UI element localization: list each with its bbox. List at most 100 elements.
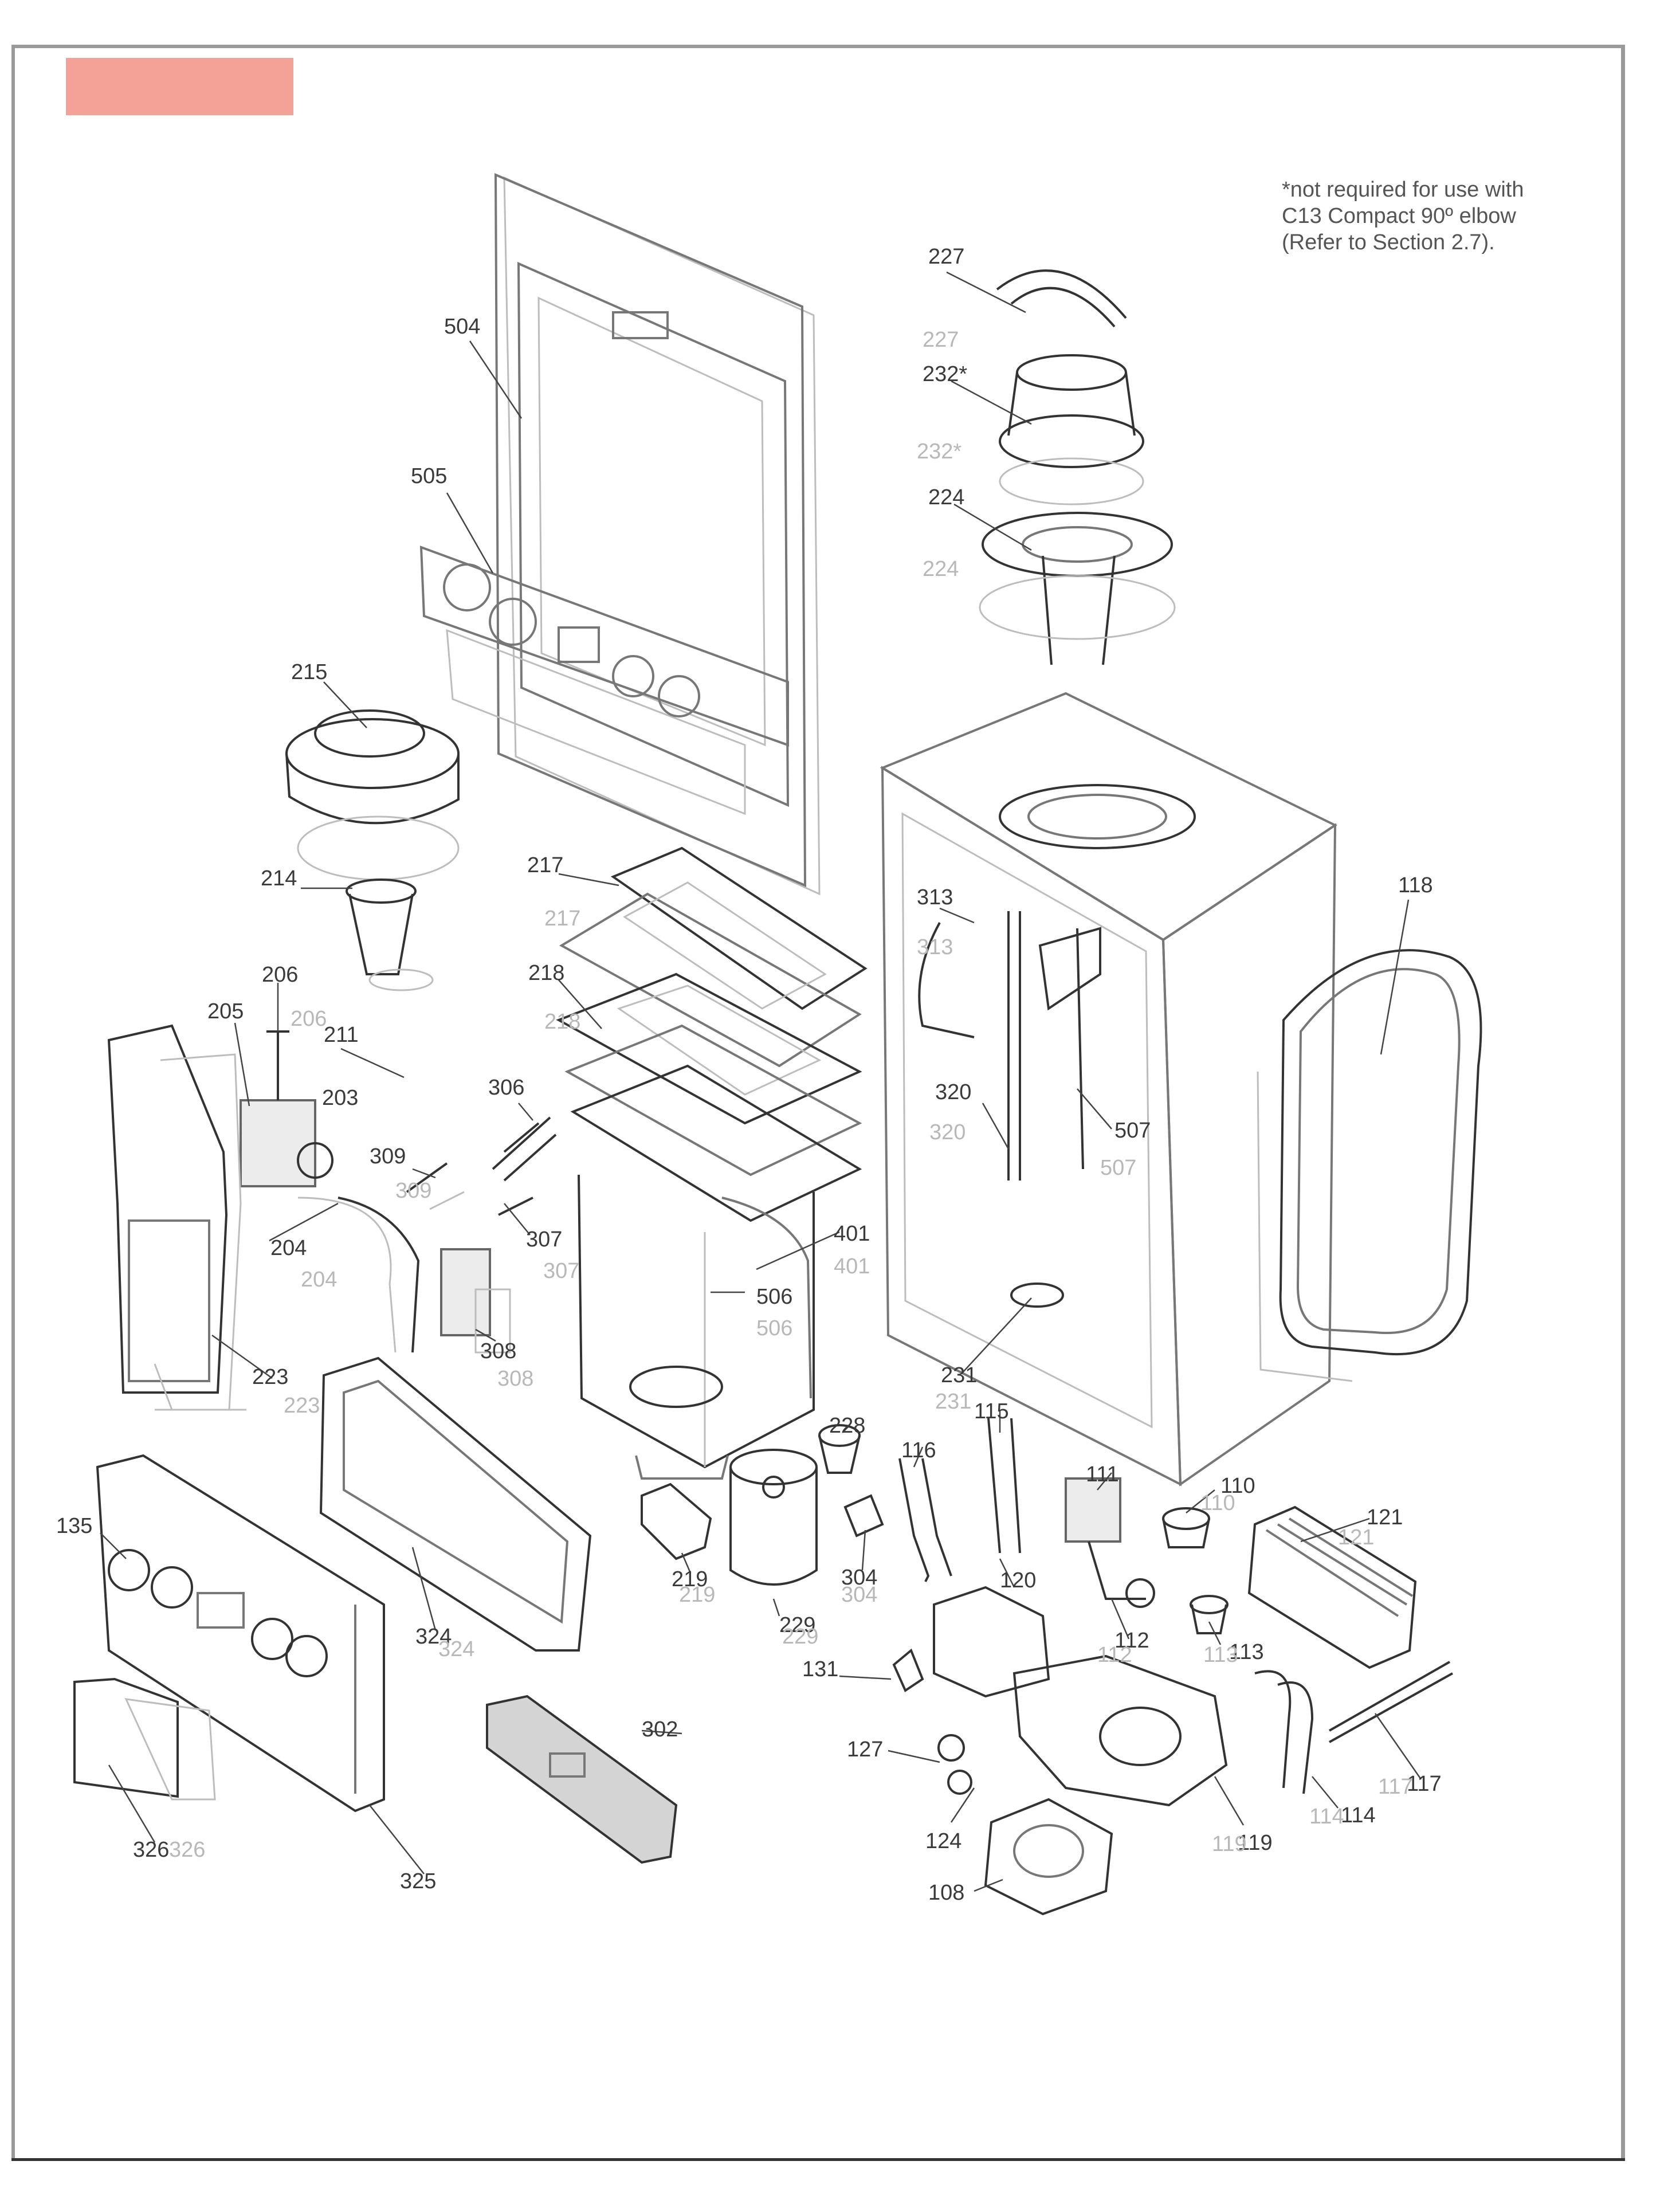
front-panel: [494, 172, 821, 896]
diverter-valve: [1065, 1477, 1155, 1608]
callout-206-ghost: 206: [291, 1007, 327, 1031]
callout-217-ghost: 217: [544, 907, 580, 931]
callout-121-ghost: 121: [1338, 1525, 1374, 1550]
callout-229-ghost: 229: [782, 1625, 818, 1649]
control-box-rear: [319, 1356, 592, 1652]
callout-111: 111: [1086, 1462, 1119, 1487]
boiler-casing: [880, 692, 1338, 1487]
callout-121: 121: [1367, 1505, 1403, 1529]
callout-401-ghost: 401: [834, 1254, 870, 1278]
callout-113: 113: [1229, 1640, 1264, 1664]
callout-203: 203: [322, 1086, 358, 1110]
callout-124: 124: [925, 1829, 961, 1853]
flue-turret: [979, 512, 1176, 665]
callout-219-ghost: 219: [679, 1583, 715, 1607]
callout-306: 306: [488, 1076, 524, 1100]
callout-215: 215: [291, 660, 327, 684]
siphon: [729, 1449, 818, 1586]
callout-313-ghost: 313: [917, 935, 953, 959]
callout-204-ghost: 204: [301, 1268, 337, 1292]
callout-204: 204: [270, 1236, 307, 1260]
callout-117-ghost: 117: [1378, 1775, 1413, 1799]
callout-320-ghost: 320: [929, 1120, 966, 1144]
control-bezel: [419, 546, 789, 815]
callout-211: 211: [324, 1023, 359, 1047]
callout-506: 506: [756, 1285, 792, 1309]
callout-223-ghost: 223: [284, 1394, 320, 1418]
callout-114: 114: [1341, 1803, 1376, 1827]
callout-223: 223: [252, 1365, 288, 1389]
plate-heat-exchanger: [1247, 1505, 1417, 1669]
combustion-cover: [559, 846, 868, 1068]
air-duct: [107, 1024, 242, 1411]
header-tag: [66, 58, 293, 115]
callout-228: 228: [829, 1414, 865, 1438]
callout-135: 135: [56, 1514, 92, 1538]
filter-mesh: [641, 1482, 712, 1560]
callout-309: 309: [370, 1144, 406, 1168]
fan-assembly: [285, 709, 460, 881]
callout-302: 302: [642, 1717, 678, 1742]
callout-112: 112: [1114, 1629, 1149, 1653]
callout-117: 117: [1407, 1772, 1442, 1796]
callout-206: 206: [262, 963, 298, 987]
page-frame: [11, 45, 1625, 2160]
callout-113-ghost: 113: [1203, 1643, 1238, 1667]
chassis-internals: [918, 911, 1101, 1308]
heat-exchanger: [578, 1174, 815, 1480]
callout-205: 205: [207, 999, 244, 1023]
callout-309-ghost: 309: [395, 1179, 431, 1203]
electrodes: [406, 1116, 557, 1216]
callout-131: 131: [802, 1657, 838, 1681]
callout-307: 307: [526, 1227, 562, 1252]
hydraulic-manifold: [892, 1586, 1050, 1795]
callout-217: 217: [527, 853, 563, 877]
callout-324: 324: [415, 1625, 452, 1649]
footnote: *not required for use with C13 Compact 9…: [1282, 177, 1603, 256]
display-module: [73, 1677, 216, 1801]
venturi: [346, 878, 434, 991]
callout-320: 320: [935, 1080, 971, 1104]
callout-324-ghost: 324: [438, 1637, 474, 1661]
callout-504: 504: [444, 315, 480, 339]
pressure-parts: [1162, 1507, 1229, 1634]
callout-214: 214: [261, 866, 297, 891]
return-pipes: [1254, 1661, 1453, 1794]
callout-218-ghost: 218: [544, 1010, 580, 1034]
control-fascia: [96, 1454, 385, 1813]
callout-127: 127: [847, 1738, 883, 1762]
callout-308-ghost: 308: [497, 1367, 533, 1391]
callout-507: 507: [1114, 1119, 1151, 1143]
callout-307-ghost: 307: [543, 1259, 579, 1283]
callout-232-ghost: 232*: [917, 440, 961, 464]
footnote-line: (Refer to Section 2.7).: [1282, 230, 1495, 254]
callout-110: 110: [1220, 1474, 1255, 1498]
flue-adaptor: [999, 354, 1144, 505]
main-pcb: [486, 1695, 678, 1864]
callout-227-ghost: 227: [923, 328, 959, 352]
callout-304: 304: [841, 1566, 877, 1590]
callout-326: 326: [133, 1838, 169, 1862]
callout-401: 401: [834, 1222, 870, 1246]
callout-116: 116: [901, 1438, 936, 1462]
bottom-rule: [11, 2158, 1625, 2161]
leader-lines: [100, 271, 1422, 1892]
callout-229: 229: [779, 1613, 815, 1637]
callout-108: 108: [928, 1881, 964, 1905]
callout-118: 118: [1398, 873, 1433, 897]
callout-224: 224: [928, 485, 964, 509]
callout-325: 325: [400, 1869, 436, 1893]
gas-valve: [240, 1030, 420, 1353]
callout-326-ghost: 326: [169, 1838, 205, 1862]
callout-219: 219: [672, 1567, 708, 1591]
callout-505: 505: [411, 464, 447, 488]
expansion-vessel: [1257, 949, 1482, 1382]
callout-110-ghost: 110: [1200, 1491, 1235, 1515]
callout-231-ghost: 231: [935, 1390, 971, 1414]
condensate-trap: [154, 1363, 246, 1411]
callout-231: 231: [941, 1363, 977, 1387]
pipes: [898, 1418, 1021, 1582]
ignition-unit: [440, 1248, 511, 1354]
callout-112-ghost: 112: [1097, 1643, 1132, 1667]
